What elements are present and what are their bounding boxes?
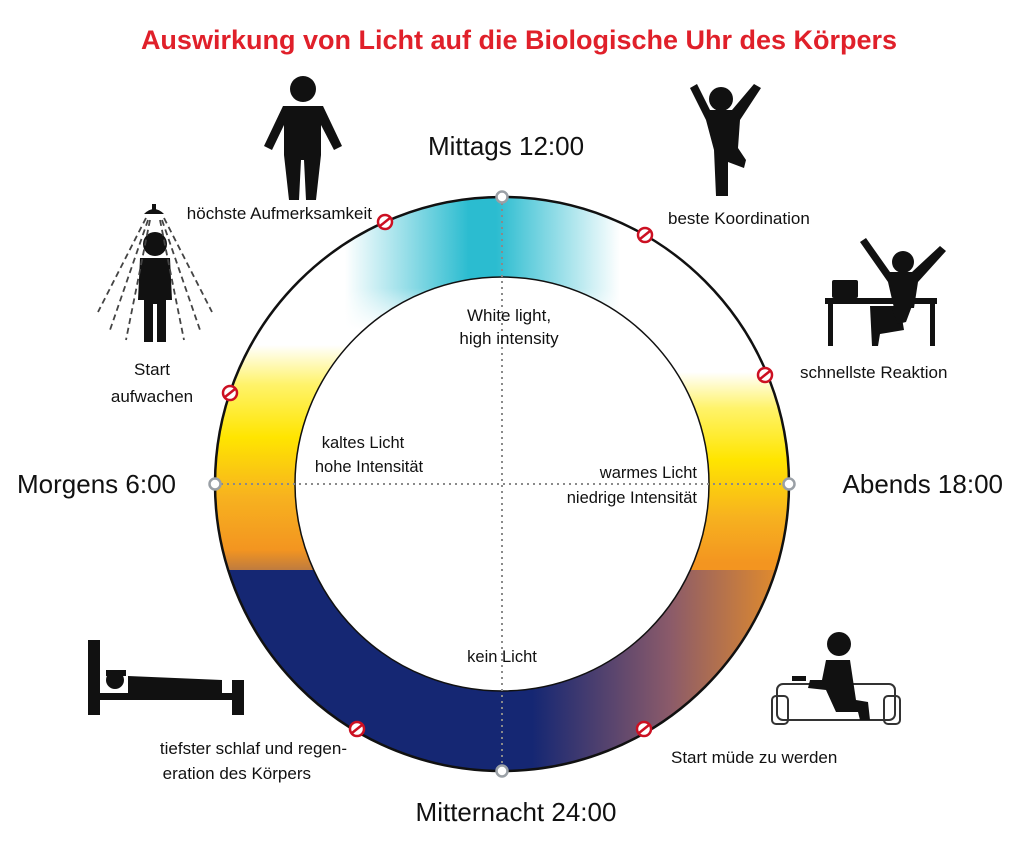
event-label-attention: höchste Aufmerksamkeit: [187, 204, 372, 223]
event-label-wake-line2: aufwachen: [111, 387, 193, 406]
clock-label-midnight: Mitternacht 24:00: [416, 797, 617, 827]
clock-label-morning: Morgens 6:00: [17, 469, 176, 499]
diagram-title: Auswirkung von Licht auf die Biologische…: [141, 25, 897, 55]
event-label-tired: Start müde zu werden: [671, 748, 837, 767]
marker-noon: [495, 190, 509, 204]
event-label-coordination: beste Koordination: [668, 209, 810, 228]
shower-person-icon: [97, 204, 213, 342]
event-label-reaction: schnellste Reaktion: [800, 363, 947, 382]
desk-worker-icon: [825, 238, 946, 346]
marker-evening: [782, 477, 796, 491]
sofa-person-icon: [771, 632, 901, 725]
marker-wake: [221, 384, 239, 402]
standing-person-icon: [264, 76, 342, 200]
marker-reaction: [756, 366, 774, 384]
marker-morning: [208, 477, 222, 491]
bed-person-icon: [88, 640, 244, 715]
light-label-warm-line2: niedrige Intensität: [567, 489, 698, 507]
marker-midnight: [495, 764, 509, 778]
light-label-none: kein Licht: [467, 648, 537, 666]
light-label-white-line1: White light,: [467, 306, 551, 325]
light-label-cold-line1: kaltes Licht: [322, 434, 405, 452]
light-label-cold-line2: hohe Intensität: [315, 458, 424, 476]
marker-tired: [635, 720, 653, 738]
event-label-sleep-line2: eration des Körpers: [163, 764, 311, 783]
light-label-warm-line1: warmes Licht: [599, 464, 698, 482]
light-label-white-line2: high intensity: [459, 329, 559, 348]
event-label-wake-line1: Start: [134, 360, 170, 379]
marker-sleep: [348, 720, 366, 738]
clock-label-evening: Abends 18:00: [843, 469, 1003, 499]
marker-attention: [376, 213, 394, 231]
event-label-sleep-line1: tiefster schlaf und regen-: [160, 739, 347, 758]
clock-label-noon: Mittags 12:00: [428, 131, 584, 161]
marker-coordination: [636, 226, 654, 244]
balancing-person-icon: [690, 84, 761, 196]
